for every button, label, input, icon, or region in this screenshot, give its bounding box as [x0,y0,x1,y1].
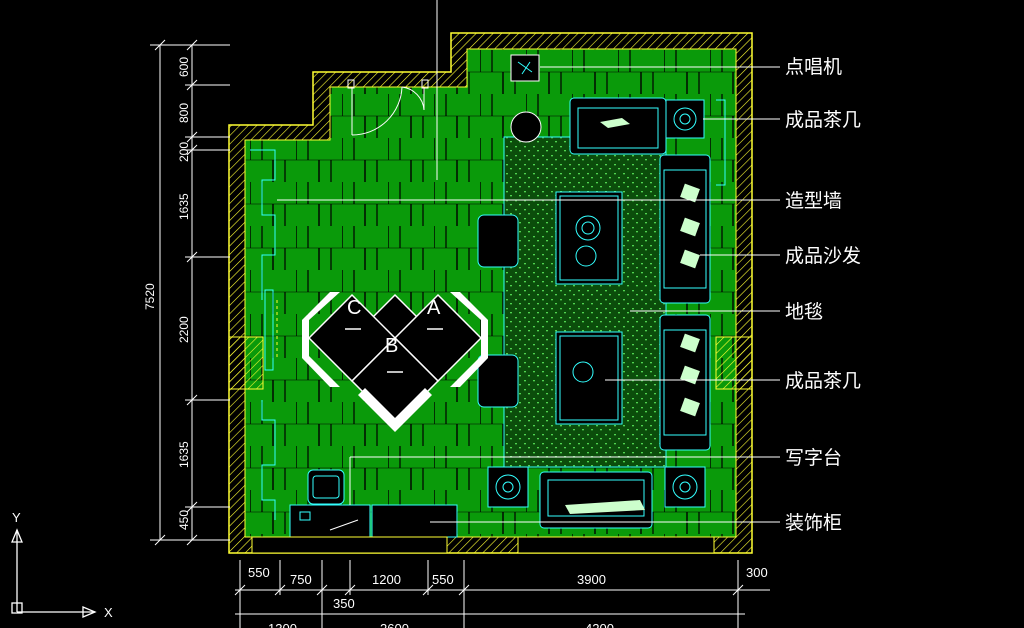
ucs-axis-icon [11,528,97,618]
dim-350: 350 [333,596,355,611]
dim-300: 300 [746,565,768,580]
dim-1635-a: 1635 [177,193,191,220]
dim-total: 7520 [143,283,157,310]
label-record-player: 点唱机 [785,56,842,78]
label-cabinet: 装饰柜 [785,512,842,534]
dim-800: 800 [177,103,191,123]
dim-550-a: 550 [248,565,270,580]
right-sofa [659,154,711,451]
stool-top [477,214,519,268]
section-label-b: B [385,335,398,357]
label-tea-table-2: 成品茶几 [785,370,861,392]
label-feature-wall: 造型墙 [785,190,842,212]
side-table-top-right [665,99,705,139]
left-tv-wall [228,289,278,390]
section-label-c: C [347,297,361,319]
dim-1635-b: 1635 [177,441,191,468]
left-wall-stepped [250,149,276,520]
dim-3900: 3900 [577,572,606,587]
horizontal-dimension-texts: 550 750 1200 550 3900 300 350 1300 2600 … [248,565,768,628]
label-carpet: 地毯 [785,301,823,323]
dim-750: 750 [290,572,312,587]
section-mark: C A B [302,292,488,432]
dim-600: 600 [177,57,191,77]
dim-1300: 1300 [268,621,297,628]
dim-450: 450 [177,510,191,530]
annotation-labels: 点唱机 成品茶几 造型墙 成品沙发 地毯 成品茶几 写字台 装饰柜 [785,56,861,534]
label-tea-table-1: 成品茶几 [785,109,861,131]
axis-y-label: Y [12,510,21,525]
stool-bottom [477,354,519,408]
round-table [510,111,542,143]
label-sofa: 成品沙发 [785,245,861,267]
horizontal-dimensions [234,560,770,628]
label-desk: 写字台 [785,447,842,469]
side-table-bottom-right [664,466,706,508]
bottom-sofa [539,471,653,529]
dim-200: 200 [177,142,191,162]
leader-lines [277,0,780,523]
bottom-opening [251,536,715,554]
desk [289,469,458,538]
tea-table-lower [555,331,623,425]
top-sofa [569,97,667,155]
vertical-dimensions [150,39,230,546]
dim-2200: 2200 [177,316,191,343]
dim-550-b: 550 [432,572,454,587]
dim-4200: 4200 [585,621,614,628]
vertical-dimension-texts: 7520 600 800 200 1635 2200 1635 450 [143,57,191,530]
tea-table-upper [555,191,623,285]
section-label-a: A [427,297,441,319]
entry-door [347,79,429,136]
dim-2600: 2600 [380,621,409,628]
axis-x-label: X [104,605,113,620]
record-player [510,54,540,82]
dim-1200: 1200 [372,572,401,587]
side-table-bottom-left [487,466,529,508]
